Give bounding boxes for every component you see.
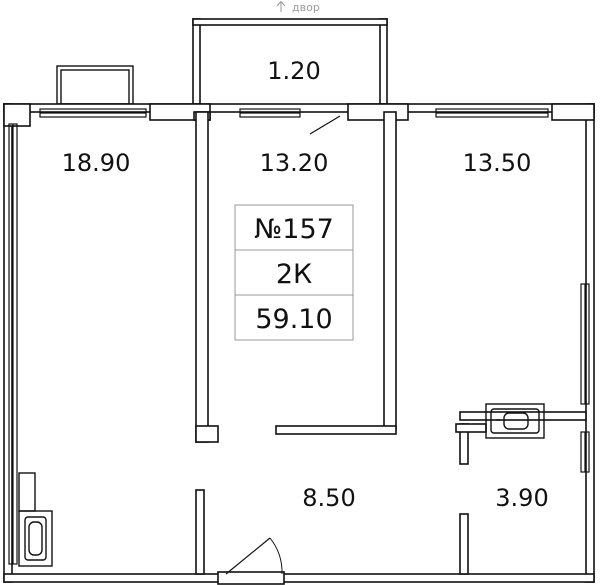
apartment-type: 2К (276, 259, 312, 290)
wall-right-partition (383, 111, 397, 431)
area-hallway: 8.50 (302, 484, 355, 512)
area-room-left: 18.90 (62, 149, 131, 177)
wall-bottom (3, 573, 595, 583)
wall-bath-top (459, 411, 587, 421)
ac-unit (56, 65, 134, 105)
balcony-door (309, 115, 341, 135)
interior-walls (193, 111, 587, 575)
wall-top (3, 103, 595, 113)
windows (8, 108, 590, 565)
kitchen-sink (18, 472, 53, 567)
wall-left (3, 103, 13, 583)
courtyard-direction: двор (276, 0, 320, 14)
courtyard-note: двор (292, 1, 320, 14)
arrow-up-icon (276, 0, 286, 12)
balcony-wall-left (192, 18, 201, 105)
apartment-number: №157 (254, 214, 334, 245)
area-room-right: 13.50 (463, 149, 532, 177)
apartment-total-area: 59.10 (255, 304, 332, 335)
area-bathroom: 3.90 (495, 484, 548, 512)
wall-bath-left (459, 513, 469, 575)
wall-left-partition (195, 111, 209, 443)
wall-right (585, 103, 595, 583)
balcony-wall-right (379, 18, 388, 105)
bathroom-fixture (485, 403, 545, 439)
wall-hall-left (195, 489, 205, 575)
entrance-door (217, 537, 285, 585)
outer-walls (3, 103, 595, 583)
area-room-middle: 13.20 (260, 149, 329, 177)
wall-hall-top (275, 425, 397, 435)
apartment-info: №157 2К 59.10 (234, 204, 354, 341)
balcony-wall-top (192, 18, 388, 26)
area-balcony: 1.20 (267, 57, 320, 85)
